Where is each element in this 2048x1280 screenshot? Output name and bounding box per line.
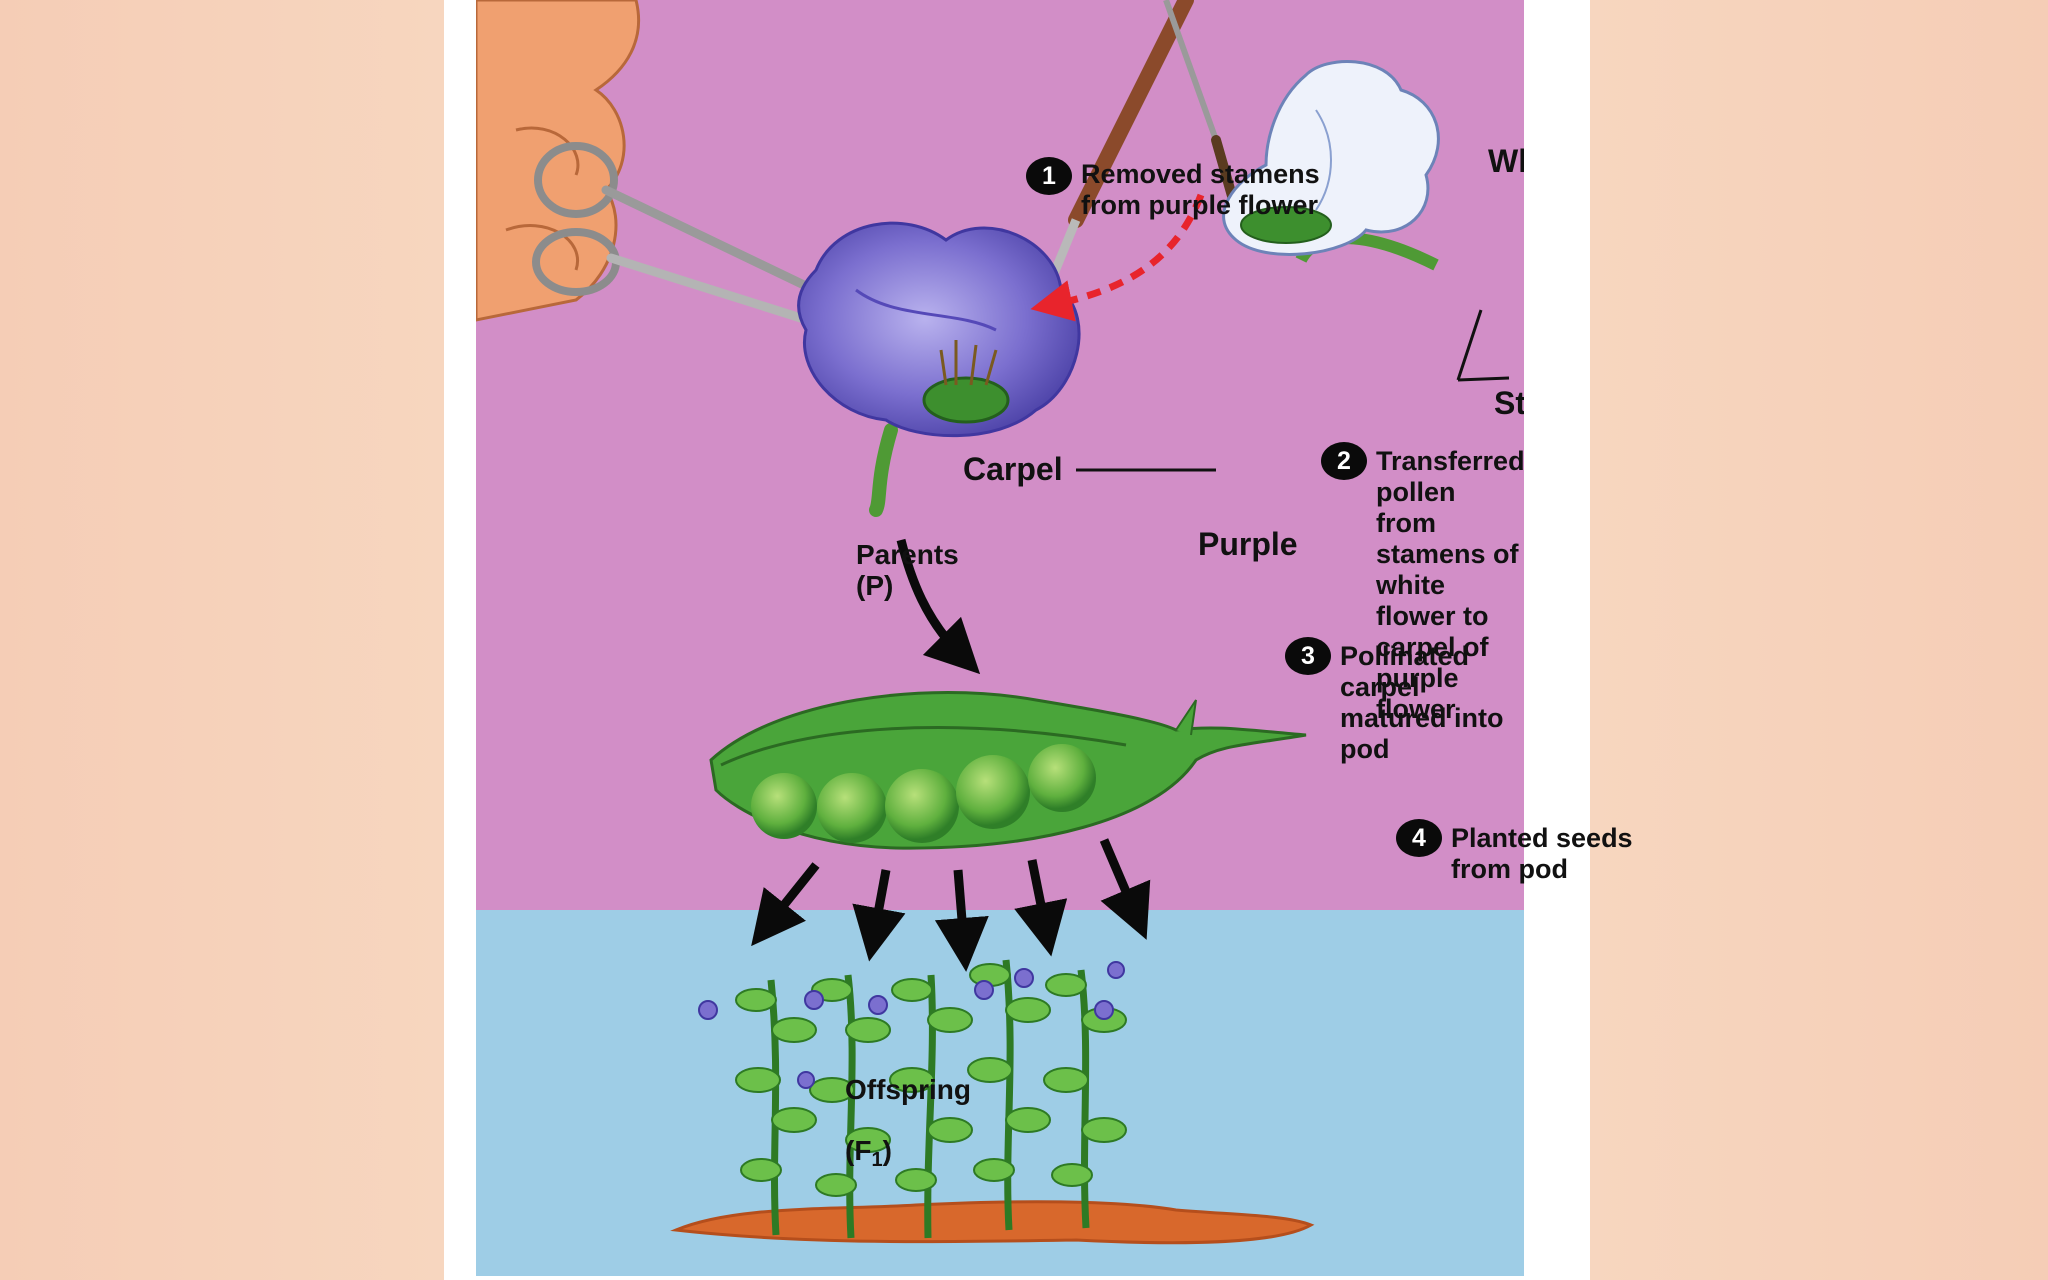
carpel-label: Carpel xyxy=(963,451,1063,487)
step-4-badge: 4 xyxy=(1396,819,1442,857)
white-flower xyxy=(1222,60,1440,271)
seed-arrows xyxy=(751,838,1151,972)
purple-flower xyxy=(797,221,1081,517)
parents-arrow xyxy=(896,538,981,675)
white-label: White xyxy=(1488,143,1524,179)
background-right xyxy=(1590,0,2048,1280)
offspring-generation: (F xyxy=(845,1135,872,1167)
step-2-text: Transferred pollen from stamens of white… xyxy=(1376,446,1524,724)
step-3-badge: 3 xyxy=(1285,637,1331,675)
purple-label: Purple xyxy=(1198,526,1298,562)
offspring-label: Offspring (F1) xyxy=(845,1044,971,1171)
step-4-text: Planted seeds from pod xyxy=(1451,823,1633,884)
offspring-plants xyxy=(767,959,1090,1239)
background-left xyxy=(0,0,444,1280)
soil xyxy=(670,1200,1315,1245)
step-1-badge: 1 xyxy=(1026,157,1072,195)
parents-label: Parents (P) xyxy=(856,539,959,601)
offspring-generation-close: ) xyxy=(882,1135,892,1167)
step-1-text: Removed stamens from purple flower xyxy=(1081,159,1320,220)
offspring-flowers xyxy=(698,961,1125,1089)
pollen-transfer-arrow xyxy=(1030,193,1205,322)
step-2-badge: 2 xyxy=(1321,442,1367,480)
offspring-text: Offspring xyxy=(845,1073,971,1105)
pea-pod xyxy=(709,691,1307,850)
step-3-text: Pollinated carpel matured into pod xyxy=(1340,641,1504,764)
stamens-label: Stamens xyxy=(1494,385,1524,421)
stamens-pointer xyxy=(1456,309,1510,382)
offspring-generation-subscript: 1 xyxy=(871,1149,883,1172)
illustration xyxy=(476,0,1524,1276)
figure: White Stamens Carpel Purple Parents (P) … xyxy=(476,0,1524,1280)
